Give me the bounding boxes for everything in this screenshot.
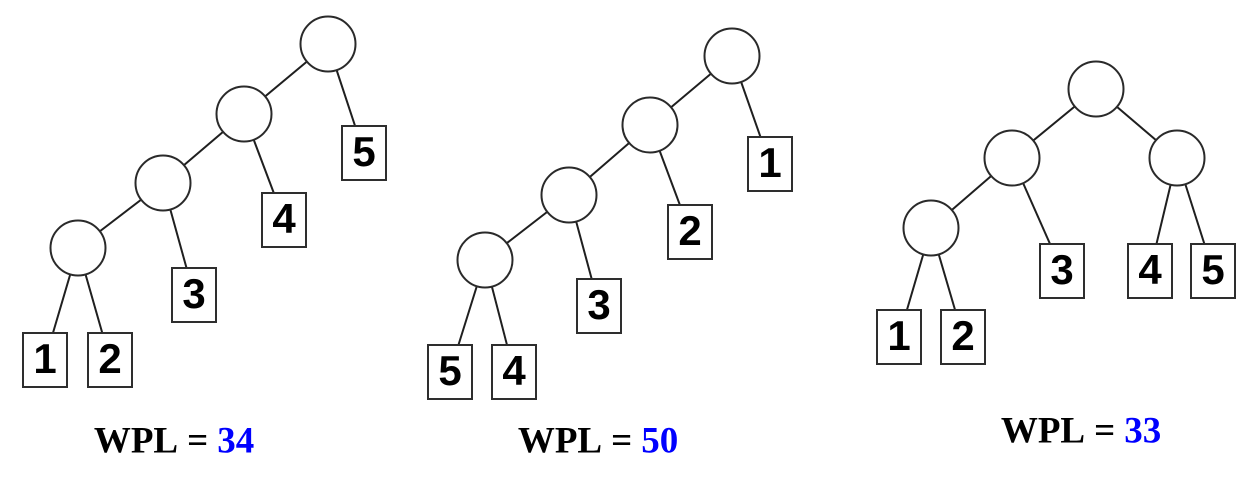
internal-node xyxy=(621,96,679,154)
internal-node xyxy=(902,199,960,257)
leaf-weight: 1 xyxy=(887,312,911,359)
leaf-weight: 5 xyxy=(1201,246,1225,293)
internal-node xyxy=(1148,129,1206,187)
wpl-label: WPL xyxy=(517,420,603,462)
wpl-caption: WPL=33 xyxy=(1001,410,1161,453)
leaf-weight: 4 xyxy=(1138,246,1162,293)
leaf-weight: 2 xyxy=(98,335,122,382)
wpl-value: 50 xyxy=(641,420,679,462)
leaf-weight: 5 xyxy=(438,347,462,394)
wpl-label: WPL xyxy=(93,420,179,462)
leaf-node-1: 1 xyxy=(876,309,922,365)
wpl-label: WPL xyxy=(1000,410,1086,452)
internal-node xyxy=(1067,60,1125,118)
equals-sign: = xyxy=(187,420,209,462)
internal-node xyxy=(49,219,107,277)
internal-node xyxy=(215,85,273,143)
internal-node xyxy=(134,154,192,212)
internal-node xyxy=(983,129,1041,187)
leaf-node-4: 4 xyxy=(491,344,537,400)
internal-node xyxy=(540,166,598,224)
leaf-node-2: 2 xyxy=(940,309,986,365)
leaf-node-2: 2 xyxy=(667,204,713,260)
leaf-weight: 1 xyxy=(33,335,57,382)
leaf-node-4: 4 xyxy=(1127,243,1173,299)
internal-node xyxy=(299,15,357,73)
leaf-node-3: 3 xyxy=(576,278,622,334)
leaf-node-3: 3 xyxy=(171,267,217,323)
leaf-weight: 4 xyxy=(502,347,526,394)
leaf-weight: 2 xyxy=(678,207,702,254)
wpl-value: 33 xyxy=(1124,410,1162,452)
leaf-weight: 2 xyxy=(951,312,975,359)
leaf-node-2: 2 xyxy=(87,332,133,388)
equals-sign: = xyxy=(611,420,633,462)
internal-node xyxy=(703,27,761,85)
leaf-weight: 3 xyxy=(587,281,611,328)
wpl-caption: WPL=50 xyxy=(518,420,678,463)
leaf-weight: 3 xyxy=(1050,246,1074,293)
wpl-value: 34 xyxy=(217,420,255,462)
leaf-node-4: 4 xyxy=(261,192,307,248)
leaf-node-5: 5 xyxy=(341,125,387,181)
leaf-weight: 5 xyxy=(352,128,376,175)
leaf-weight: 1 xyxy=(758,139,782,186)
leaf-weight: 4 xyxy=(272,195,296,242)
leaf-node-5: 5 xyxy=(427,344,473,400)
leaf-node-5: 5 xyxy=(1190,243,1236,299)
internal-node xyxy=(456,231,514,289)
leaf-node-1: 1 xyxy=(747,136,793,192)
leaf-node-1: 1 xyxy=(22,332,68,388)
leaf-node-3: 3 xyxy=(1039,243,1085,299)
equals-sign: = xyxy=(1094,410,1116,452)
leaf-weight: 3 xyxy=(182,270,206,317)
wpl-caption: WPL=34 xyxy=(94,420,254,463)
